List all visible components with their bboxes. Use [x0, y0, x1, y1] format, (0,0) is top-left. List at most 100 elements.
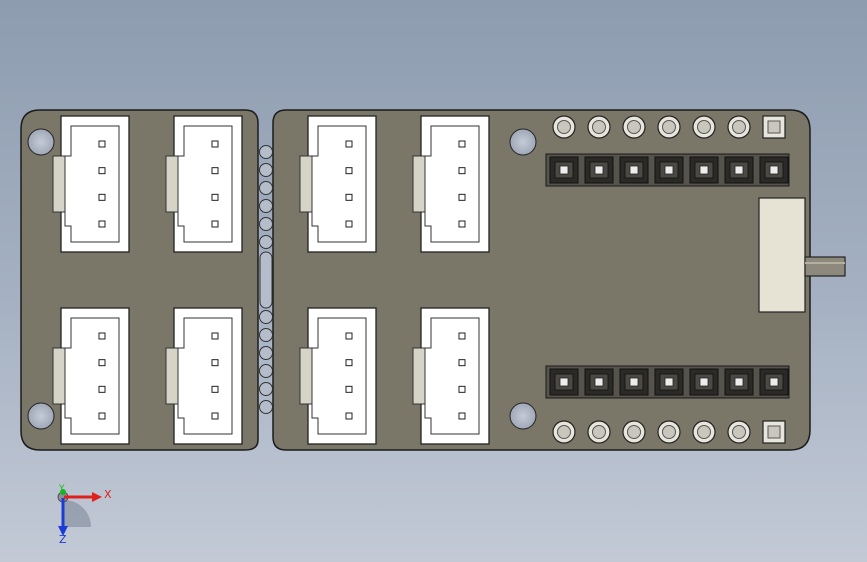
header-pin	[734, 165, 744, 175]
breakaway-hole	[259, 364, 273, 378]
connector-pin	[211, 167, 219, 175]
breakaway-hole	[259, 163, 273, 177]
header-pin	[769, 165, 779, 175]
solder-pad-square-hole	[767, 120, 781, 134]
connector-housing-inner	[64, 125, 120, 243]
y-axis-label: Y	[58, 484, 65, 494]
connector-pin	[98, 167, 106, 175]
connector-body	[307, 307, 377, 445]
connector-body	[420, 307, 490, 445]
connector-pin	[211, 359, 219, 367]
connector-pin	[345, 140, 353, 148]
breakaway-hole	[259, 181, 273, 195]
connector-housing-inner	[64, 317, 120, 435]
mounting-hole	[509, 402, 537, 430]
jst-connector	[165, 307, 243, 445]
header-pin	[699, 377, 709, 387]
connector-pin	[345, 332, 353, 340]
connector-housing-inner	[424, 317, 480, 435]
connector-housing-inner	[311, 317, 367, 435]
header-pin	[594, 377, 604, 387]
header-pin	[594, 165, 604, 175]
connector-latch	[412, 347, 426, 405]
solder-pad-square-hole	[767, 425, 781, 439]
breakaway-hole	[259, 382, 273, 396]
connector-pin	[211, 220, 219, 228]
connector-housing-inner	[424, 125, 480, 243]
connector-latch	[52, 347, 66, 405]
jst-connector	[52, 307, 130, 445]
connector-pin	[345, 220, 353, 228]
jst-connector	[52, 115, 130, 253]
connector-pin	[211, 412, 219, 420]
connector-housing-inner	[177, 125, 233, 243]
z-axis-label: Z	[59, 533, 67, 546]
connector-pin	[98, 412, 106, 420]
connector-pin	[458, 385, 466, 393]
connector-pin	[211, 332, 219, 340]
connector-pin	[458, 220, 466, 228]
solder-pad-hole	[592, 425, 606, 439]
solder-pad-hole	[627, 425, 641, 439]
header-pin	[769, 377, 779, 387]
breakaway-hole	[259, 199, 273, 213]
jst-connector	[412, 307, 490, 445]
solder-pad-hole	[627, 120, 641, 134]
breakaway-hole	[259, 217, 273, 231]
connector-body	[307, 115, 377, 253]
breakaway-hole	[259, 145, 273, 159]
mounting-hole	[27, 128, 55, 156]
pcb-right-half	[272, 109, 811, 451]
connector-pin	[345, 193, 353, 201]
connector-pin	[458, 193, 466, 201]
coordinate-triad: X Y Z	[57, 484, 112, 546]
connector-body	[173, 307, 243, 445]
header-pin	[699, 165, 709, 175]
header-pin	[559, 165, 569, 175]
connector-pin	[211, 385, 219, 393]
header-pin	[629, 377, 639, 387]
y-axis-dot	[60, 489, 66, 495]
header-pin	[559, 377, 569, 387]
jst-connector	[165, 115, 243, 253]
connector-pin	[458, 167, 466, 175]
jst-connector	[412, 115, 490, 253]
connector-body	[60, 307, 130, 445]
connector-pin	[98, 193, 106, 201]
solder-pad-hole	[557, 425, 571, 439]
jst-connector	[299, 307, 377, 445]
solder-pad-hole	[732, 120, 746, 134]
connector-housing-inner	[177, 317, 233, 435]
connector-latch	[299, 155, 313, 213]
mounting-hole	[509, 128, 537, 156]
x-axis-label: X	[104, 488, 112, 501]
breakaway-hole	[259, 235, 273, 249]
pin-header	[545, 365, 790, 444]
connector-housing-inner	[311, 125, 367, 243]
pin-header	[545, 115, 790, 187]
connector-pin	[345, 167, 353, 175]
header-pin	[734, 377, 744, 387]
x-axis-arrowhead	[92, 492, 102, 502]
slide-switch-actuator	[804, 256, 846, 277]
header-pin	[664, 165, 674, 175]
jst-connector	[299, 115, 377, 253]
breakaway-hole	[259, 346, 273, 360]
solder-pad-hole	[557, 120, 571, 134]
header-pin	[629, 165, 639, 175]
connector-pin	[458, 359, 466, 367]
solder-pad-hole	[732, 425, 746, 439]
connector-pin	[458, 332, 466, 340]
solder-pad-hole	[697, 425, 711, 439]
connector-pin	[211, 140, 219, 148]
connector-latch	[165, 155, 179, 213]
breakaway-slot	[259, 251, 273, 309]
breakaway-hole	[259, 400, 273, 414]
connector-latch	[165, 347, 179, 405]
connector-pin	[211, 193, 219, 201]
connector-pin	[345, 412, 353, 420]
mounting-hole	[27, 402, 55, 430]
solder-pad-hole	[697, 120, 711, 134]
